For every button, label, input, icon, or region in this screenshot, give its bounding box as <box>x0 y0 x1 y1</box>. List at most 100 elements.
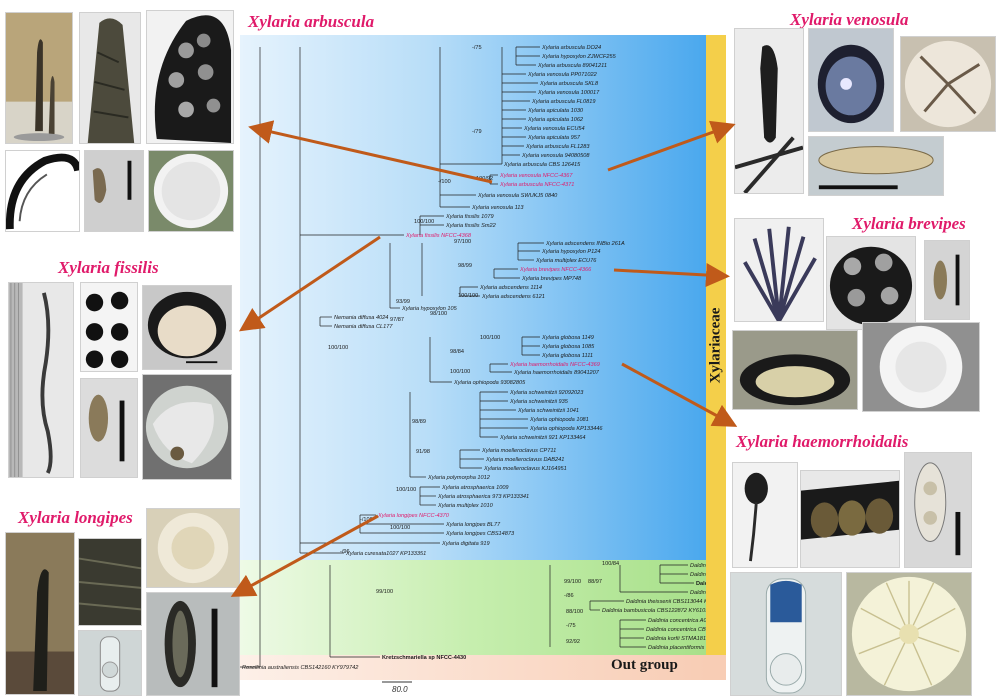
brevipes-section2-photo <box>732 330 858 410</box>
support-value: -/75 <box>566 623 576 629</box>
haemorrhoidalis-ascospore-photo <box>904 452 972 568</box>
taxon-label: Xylaria haemorrhoidalis 89041207 <box>513 370 600 376</box>
support-value: 98/89 <box>412 419 426 425</box>
taxon-label: Daldinia eschscholtzii UM1216 KT936497 <box>690 572 706 578</box>
support-value: 91/98 <box>416 449 430 455</box>
support-value: 97/87 <box>390 317 404 323</box>
support-value: 88/100 <box>566 609 583 615</box>
taxon-label: Xylaria adscendens INBio 261A <box>545 241 625 247</box>
haemorrhoidalis-culture-photo <box>846 572 972 696</box>
brevipes-stroma-photo <box>734 218 824 322</box>
taxon-label: Xylaria longipes NFCC-4370 <box>377 513 450 519</box>
taxon-label: Xylaria venosula NFCC-4367 <box>499 173 573 179</box>
venosula-culture-photo <box>900 36 996 132</box>
taxon-label: Xylaria apiculata 957 <box>527 135 581 141</box>
title-xylaria-venosula: Xylaria venosula <box>790 10 909 29</box>
taxon-label: Daldinia concentrica A05A JQ781703 <box>648 618 706 624</box>
taxon-label: Nemania diffusa 4024 <box>334 315 388 321</box>
taxon-label: Xylaria brevipes NFCC-4366 <box>519 267 592 273</box>
arbuscula-surface-photo <box>79 12 141 144</box>
taxon-label: Kretzschmariella sp NFCC-4430 <box>382 655 466 661</box>
longipes-stroma-photo <box>5 532 75 695</box>
venosula-stroma-photo <box>734 28 804 194</box>
taxon-label: Xylaria hypoxylon ZJWCF255 <box>541 54 617 60</box>
taxon-label: Nemania diffusa CL177 <box>334 324 393 330</box>
title-xylaria-fissilis: Xylaria fissilis <box>58 258 159 277</box>
arbuscula-culture-photo <box>148 150 234 232</box>
outgroup-label: Out group <box>611 657 678 673</box>
taxon-label: Xylaria venosula ECU54 <box>523 126 585 132</box>
taxon-label: Xylaria venosula 94080508 <box>521 153 590 159</box>
outgroup-band <box>706 655 726 680</box>
arbuscula-ascospore-photo <box>84 150 144 232</box>
taxon-label: Xylaria ophiopoda 1081 <box>529 417 589 423</box>
support-value: 97/100 <box>454 239 471 245</box>
taxon-label: Xylaria arbuscula NFCC-4371 <box>499 182 574 188</box>
venosula-section-photo <box>808 28 894 132</box>
taxon-label: Xylaria venosula 113 <box>471 205 524 211</box>
fissilis-culture-photo <box>142 374 232 480</box>
fissilis-perithecia-photo <box>80 282 138 372</box>
longipes-ascospore-photo <box>146 592 240 696</box>
taxon-label: Xylaria arbuscula FL1283 <box>525 144 590 150</box>
taxon-label: Xylaria apiculata 1062 <box>527 117 584 123</box>
longipes-surface-photo <box>78 538 142 626</box>
taxon-label: Xylaria ophiopoda KP133446 <box>529 426 603 432</box>
title-xylaria-haemorrhoidalis: Xylaria haemorrhoidalis <box>736 432 909 451</box>
taxon-label: Daldinia bambusicola CBS122872 KY610385 <box>602 608 706 614</box>
taxon-label: Xylaria atrosphaerica 1009 <box>441 485 509 491</box>
support-value: 98/84 <box>450 349 464 355</box>
taxon-label: Daldinia eschscholtzii CBS 113047 KY6103… <box>690 590 706 596</box>
arbuscula-perithecia-photo <box>146 10 234 144</box>
taxon-label: Xylaria venosula 100017 <box>537 90 600 96</box>
support-value: 100/84 <box>602 561 619 567</box>
taxon-label: Xylaria schweinitzii 92092023 <box>509 390 584 396</box>
family-band <box>706 35 726 655</box>
taxon-label: Xylaria schweinitzii 935 <box>509 399 569 405</box>
support-value: 93/99 <box>396 299 410 305</box>
support-value: 100/92 <box>476 176 493 182</box>
taxon-label: Xylaria moelleroclavus DAB241 <box>485 457 564 463</box>
longipes-ascus-photo <box>78 630 142 696</box>
taxon-label: Xylaria venosula SWUKJ5 0840 <box>477 193 558 199</box>
support-value: 92/92 <box>566 639 580 645</box>
longipes-culture-photo <box>146 508 240 588</box>
haemorrhoidalis-stroma-photo <box>732 462 798 568</box>
taxon-label: Xylaria adscendens 1114 <box>479 285 542 291</box>
taxon-label: Daldinia concentrica CBS117124 JX658475 <box>646 627 706 633</box>
taxon-label: Daldinia eschscholtzii KJMTFP45 MG972929 <box>690 563 706 569</box>
taxon-label: Xylaria venosula PP071022 <box>527 72 598 78</box>
support-value: 98/100 <box>430 311 447 317</box>
support-value: -/100 <box>438 179 451 185</box>
arbuscula-section-photo <box>5 150 80 232</box>
taxon-label: Xylaria moelleroclavus CP711 <box>481 448 556 454</box>
support-value: 100/100 <box>414 219 434 225</box>
fissilis-ascospore-photo <box>80 378 138 478</box>
fissilis-stroma-photo <box>8 282 74 478</box>
taxon-label: Xylaria arbuscula DO24 <box>541 45 601 51</box>
taxon-label: Daldinia placentiformis STMA18159 KY2040… <box>648 645 706 651</box>
taxon-label: Daldinia theissenii CBS113044 KY204023 <box>626 599 706 605</box>
taxon-label: Xylaria longipes CBS14873 <box>445 531 515 537</box>
venosula-ascospore-photo <box>808 136 944 196</box>
taxon-label: Rosellinia australiensis CBS142160 KY979… <box>242 665 359 671</box>
taxon-label: Xylaria schweinitzii 921 KP133464 <box>499 435 586 441</box>
haemorrhoidalis-perithecia-photo <box>800 470 900 568</box>
brevipes-culture-photo <box>862 322 980 412</box>
brevipes-ascospore-photo <box>924 240 970 320</box>
taxon-label: Xylaria fissilis 1079 <box>445 214 494 220</box>
taxon-label: Xylaria globosa 1111 <box>541 353 593 359</box>
fissilis-section-photo <box>142 285 232 370</box>
taxon-label: Xylaria apiculata 1030 <box>527 108 584 114</box>
taxon-label: Xylaria atrosphaerica 973 KP133341 <box>437 494 529 500</box>
support-value: 98/99 <box>458 263 472 269</box>
support-value: 99/100 <box>376 589 393 595</box>
taxon-label: Xylaria adscendens 6121 <box>481 294 545 300</box>
taxon-label: Xylaria multiplex ECU76 <box>535 258 597 264</box>
support-value: -/75 <box>472 45 482 51</box>
support-value: 100/100 <box>480 335 500 341</box>
title-xylaria-arbuscula: Xylaria arbuscula <box>248 12 375 31</box>
support-value: 99/100 <box>564 579 581 585</box>
taxon-label: Xylaria hypoxylon P124 <box>541 249 600 255</box>
